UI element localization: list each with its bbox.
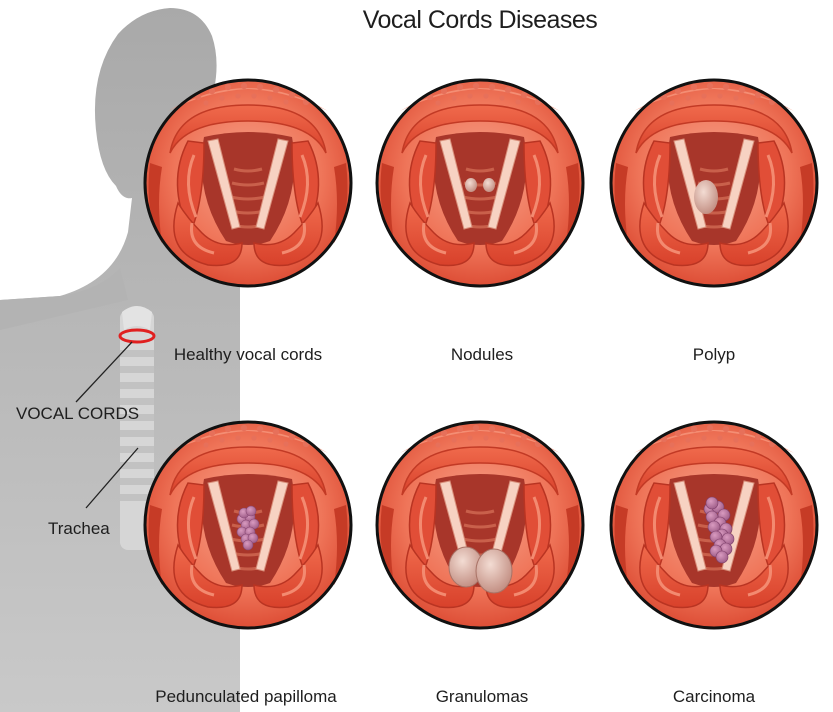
panel-label-polyp: Polyp <box>594 345 833 365</box>
trachea-label: Trachea <box>48 519 110 539</box>
panel-label-healthy: Healthy vocal cords <box>128 345 368 365</box>
larynx-view-nodules <box>377 80 583 286</box>
larynx-view-polyp <box>611 80 817 286</box>
lesion-polyp <box>694 180 718 214</box>
larynx-view-granulomas <box>377 422 583 628</box>
panel-label-papilloma: Pedunculated papilloma <box>126 687 366 707</box>
panel-label-granulomas: Granulomas <box>362 687 602 707</box>
panel-label-nodules: Nodules <box>362 345 602 365</box>
larynx-view-none <box>145 80 351 286</box>
panel-label-carcinoma: Carcinoma <box>594 687 833 707</box>
larynx-view-papilloma <box>145 422 351 628</box>
diagram-title: Vocal Cords Diseases <box>330 6 630 35</box>
vocal-cords-label: VOCAL CORDS <box>16 404 139 424</box>
larynx-view-carcinoma <box>611 422 817 628</box>
